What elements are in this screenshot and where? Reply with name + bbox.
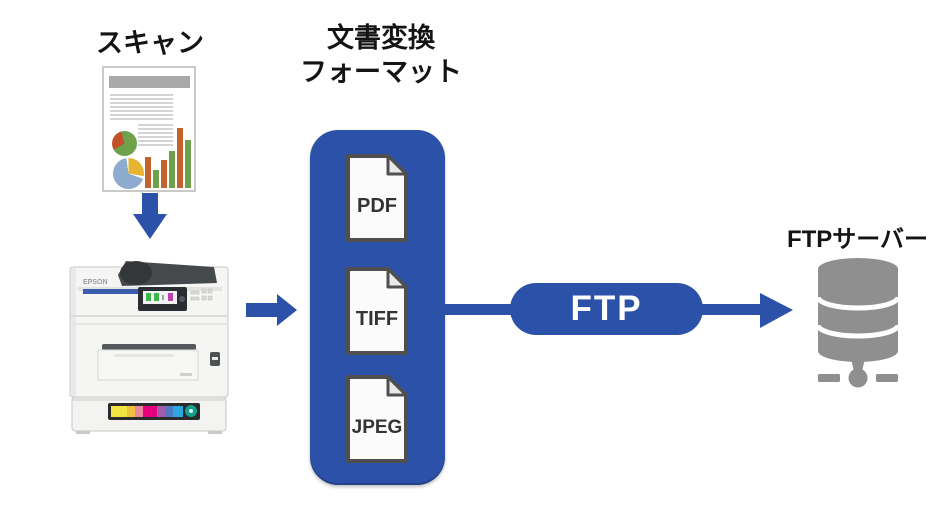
bar xyxy=(169,151,175,188)
format-container: PDF TIFF JPEG xyxy=(310,130,445,485)
document-text-lines xyxy=(110,94,173,120)
bar xyxy=(161,160,167,188)
arrow-down-icon xyxy=(133,193,167,239)
pie-chart-icon-2 xyxy=(113,158,144,189)
bar xyxy=(185,140,191,188)
converter-title: 文書変換 フォーマット xyxy=(281,21,481,89)
pie-chart-icon xyxy=(112,131,137,156)
bar xyxy=(153,170,159,188)
printer-side-handle xyxy=(210,352,220,366)
file-format-label: JPEG xyxy=(352,417,403,438)
file-pdf-icon: PDF xyxy=(346,154,408,242)
document-title-bar xyxy=(109,76,190,88)
printer-blue-stripe xyxy=(83,289,141,294)
printer-adf xyxy=(118,261,217,286)
arrow-right-icon xyxy=(246,294,297,326)
printer-brand-area: EPSON xyxy=(83,279,141,294)
document-text-lines-indented xyxy=(138,124,173,148)
scan-label: スキャン xyxy=(96,28,204,58)
converter-title-line2: フォーマット xyxy=(300,57,462,87)
printer-icon: EPSON xyxy=(69,261,229,434)
database-server-icon xyxy=(815,258,901,388)
printer-bottom-drawer xyxy=(71,396,227,434)
bar-chart-icon xyxy=(145,126,197,188)
bar xyxy=(177,128,183,188)
scanned-document-icon xyxy=(102,66,196,192)
printer-output-tray xyxy=(97,344,199,381)
ftp-server-label: FTPサーバー xyxy=(786,226,929,253)
printer-brand-text: EPSON xyxy=(83,279,108,286)
converter-title-line1: 文書変換 xyxy=(327,23,435,53)
bar xyxy=(145,157,151,188)
printer-control-panel xyxy=(138,287,213,311)
file-format-label: TIFF xyxy=(356,308,398,330)
file-jpeg-icon: JPEG xyxy=(346,375,408,463)
file-tiff-icon: TIFF xyxy=(346,267,408,355)
ftp-protocol-label: FTP xyxy=(570,289,643,328)
ftp-protocol-badge: FTP xyxy=(510,283,703,335)
file-format-label: PDF xyxy=(357,195,397,217)
